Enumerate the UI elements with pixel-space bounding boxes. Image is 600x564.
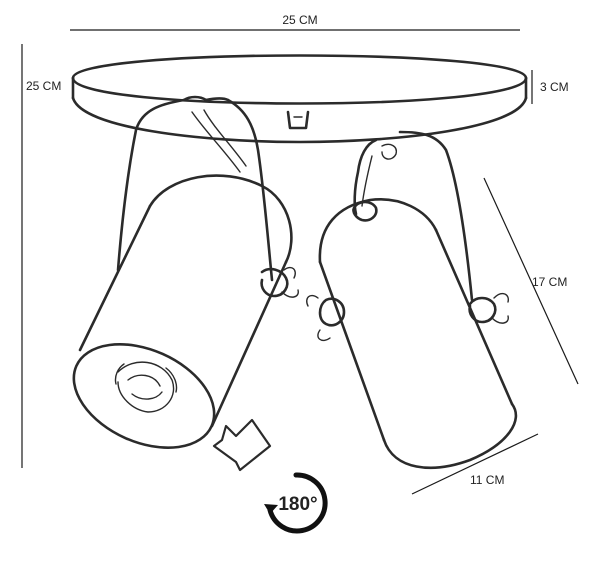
dimension-spot-length: 17 CM <box>483 177 579 385</box>
rotation-badge-label: 180° <box>278 494 317 515</box>
ceiling-plate <box>71 54 528 144</box>
dimension-spot-diameter-label: 11 CM <box>470 473 504 487</box>
dimension-plate-thickness: 3 CM <box>531 70 569 104</box>
dimension-total-height-label: 25 CM <box>26 79 61 93</box>
left-spot-bracket <box>116 95 299 298</box>
rotate-arrow-icon <box>267 472 328 534</box>
left-spot-bulb <box>114 361 178 413</box>
rotation-badge: 180° <box>264 472 328 534</box>
dimension-plate-thickness-label: 3 CM <box>540 80 569 94</box>
left-spot-body <box>72 174 293 449</box>
dimension-spot-length-label: 17 CM <box>532 275 567 289</box>
direction-arrow-icon <box>212 418 272 472</box>
dimension-spot-diameter: 11 CM <box>411 433 539 495</box>
dimension-plate-width: 25 CM <box>70 13 520 31</box>
dimension-plate-width-label: 25 CM <box>282 13 317 27</box>
dimension-total-height: 25 CM <box>21 44 61 468</box>
right-spot-body <box>318 198 518 470</box>
